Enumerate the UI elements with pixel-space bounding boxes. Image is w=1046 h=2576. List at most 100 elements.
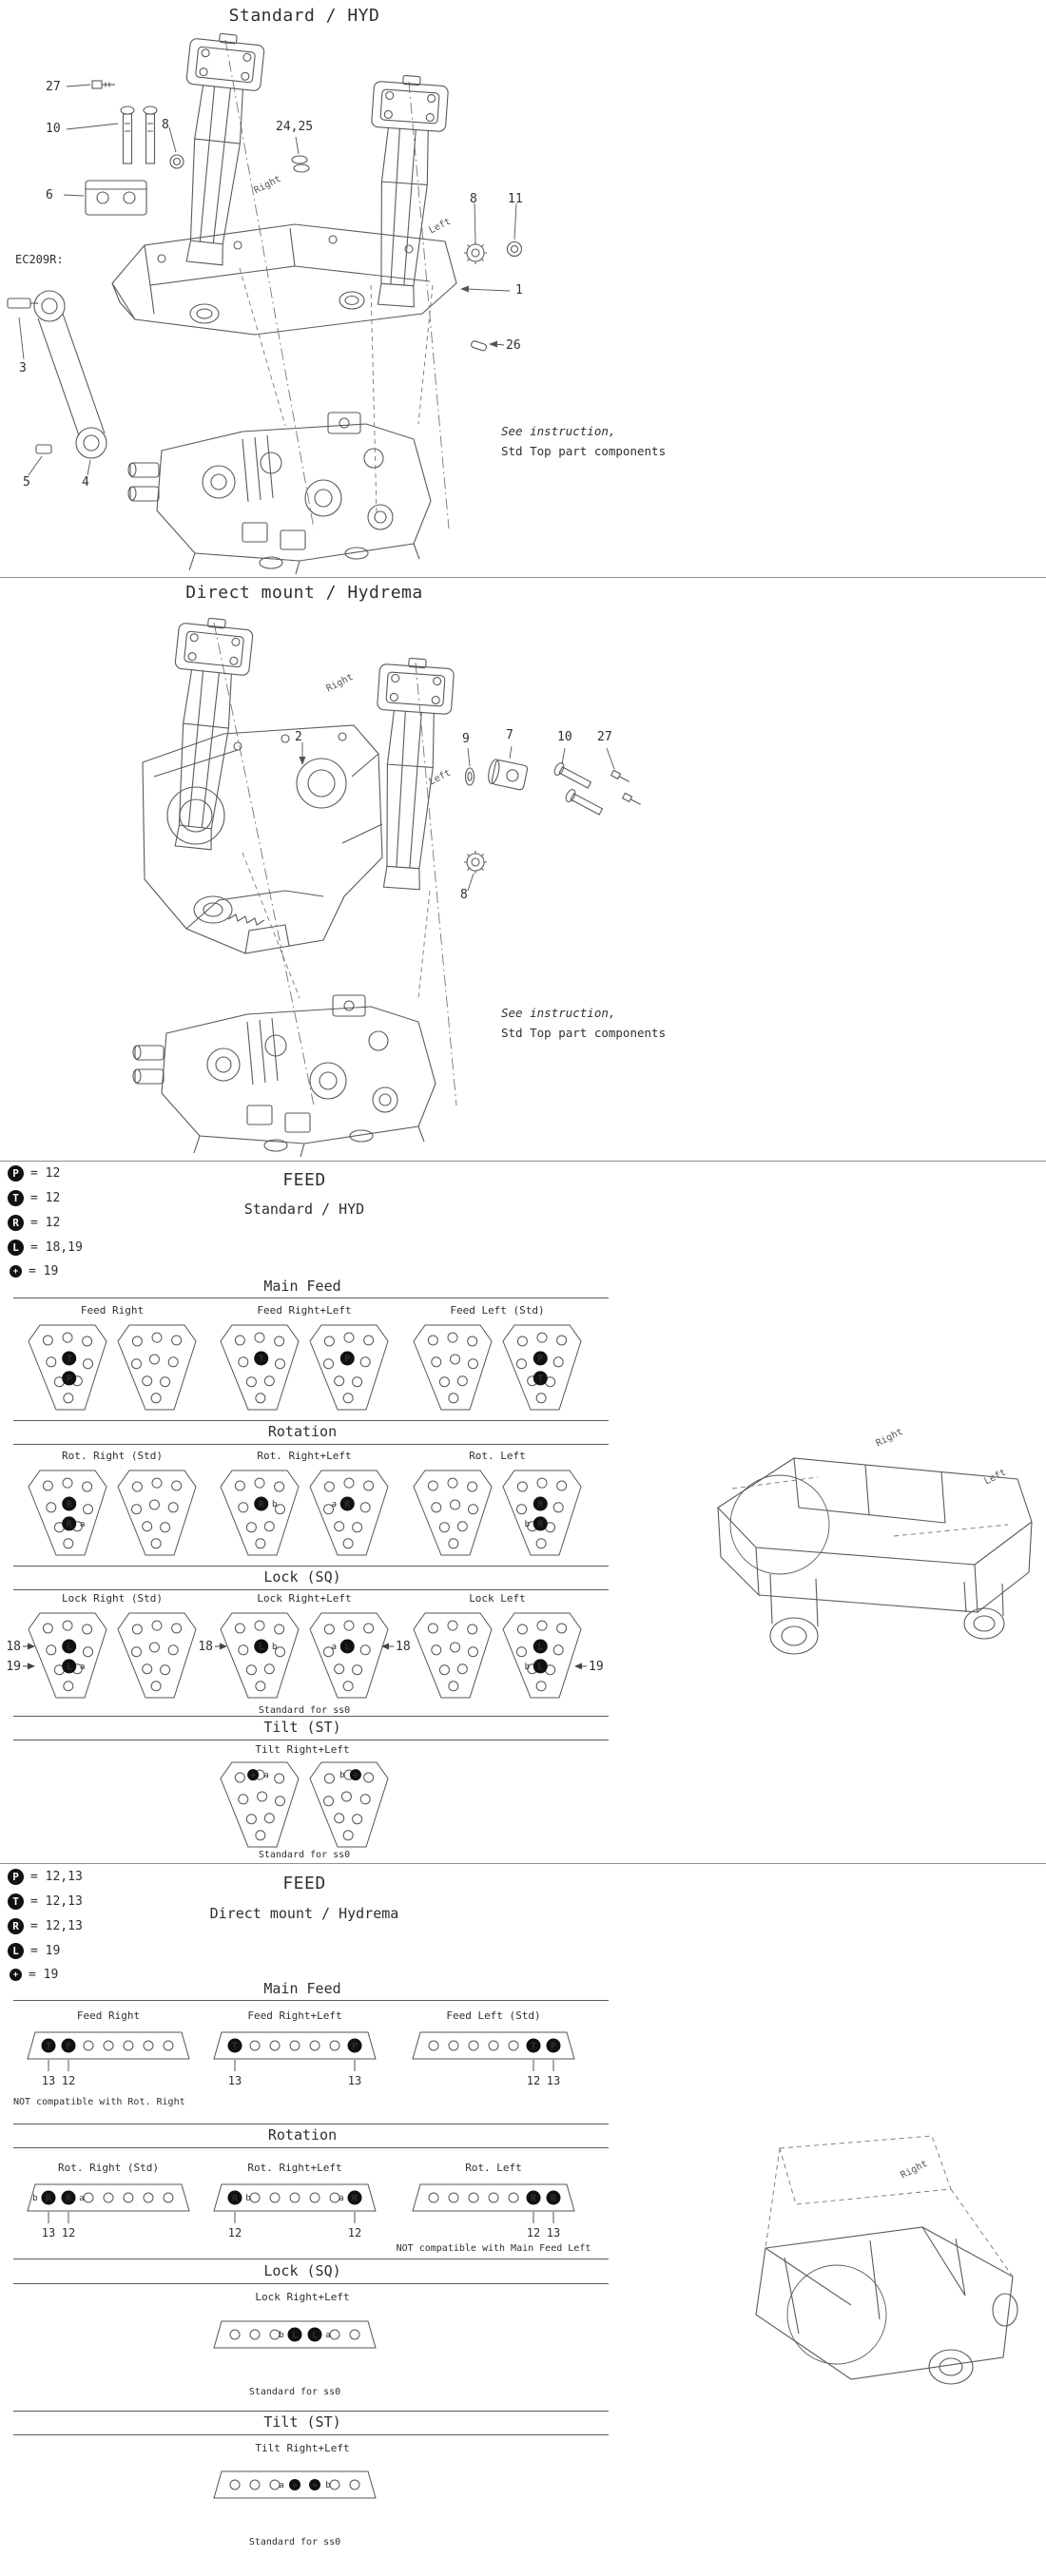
legend-row-r: R = 12,13 <box>8 1918 83 1934</box>
hole <box>289 2192 300 2203</box>
hole <box>427 1335 438 1346</box>
exploded-direct-drawing <box>132 614 641 1158</box>
symbol-letter: P <box>537 1355 543 1365</box>
footnote: Standard for ss0 <box>259 1705 350 1716</box>
hole <box>323 1481 335 1492</box>
block-7-part <box>488 759 529 791</box>
hole <box>535 1681 547 1692</box>
symbol-sub-label: b <box>339 1771 344 1780</box>
rule <box>13 2147 609 2148</box>
symbol-sub-label: b <box>525 1663 530 1672</box>
hole <box>334 1521 345 1532</box>
plate-outline <box>117 1470 197 1556</box>
feed-bar-label: Rot. Right+Left <box>247 2162 341 2174</box>
symbol-R <box>61 2190 76 2205</box>
group-header-main-feed: Main Feed <box>263 1980 341 1997</box>
hole <box>323 1646 334 1658</box>
callout-27: 27 <box>46 80 61 94</box>
hole <box>340 1791 352 1802</box>
hole <box>456 1375 468 1387</box>
hole <box>450 1642 461 1653</box>
hole <box>131 1504 142 1515</box>
symbol-R <box>62 1496 77 1511</box>
hole <box>63 1393 74 1404</box>
plate-outline <box>309 1761 389 1848</box>
washer-11-part <box>506 240 523 258</box>
screw-27-part <box>610 769 641 805</box>
symbol-sub-label: b <box>325 2481 330 2490</box>
hole <box>535 1538 547 1549</box>
hole <box>83 2192 94 2203</box>
hole <box>427 1480 438 1491</box>
hole <box>428 2192 439 2203</box>
hole <box>148 1354 160 1365</box>
symbol-P <box>339 1351 355 1366</box>
plate-pair: Feed Left (Std)PT <box>413 1304 582 1411</box>
callout-10: 10 <box>46 122 61 136</box>
hole <box>83 2040 94 2051</box>
screw-27-part <box>91 80 115 89</box>
symbol-letter: + <box>250 1771 256 1781</box>
symbol-L <box>62 1659 77 1674</box>
tilt-sublabel: Tilt Right+Left <box>255 1743 350 1756</box>
symbol-letter: R <box>352 2194 358 2204</box>
hole <box>234 1480 245 1491</box>
compatibility-note: NOT compatible with Main Feed Left <box>397 2243 591 2254</box>
hole <box>352 1664 363 1676</box>
hole <box>171 1623 183 1634</box>
hole <box>352 1376 363 1388</box>
feed-subtitle: Direct mount / Hydrema <box>209 1905 399 1922</box>
hole <box>468 1504 478 1515</box>
callout-6: 6 <box>46 188 53 202</box>
hole <box>254 1620 265 1631</box>
hole <box>131 1336 143 1347</box>
exploded-standard-drawing <box>7 29 523 575</box>
section1-title: Standard / HYD <box>228 6 380 26</box>
feed-bar-label: Rot. Left <box>465 2162 522 2174</box>
group-header-lock: Lock (SQ) <box>263 1568 341 1586</box>
plate-pair-label: Feed Left (Std) <box>450 1304 544 1317</box>
feed-bar-label: Feed Right+Left <box>247 2009 341 2022</box>
instruction-note-line2: Std Top part components <box>501 1026 667 1040</box>
hole <box>468 2192 479 2203</box>
callout-11: 11 <box>508 192 523 206</box>
hole <box>363 1480 375 1491</box>
hole <box>349 2479 360 2490</box>
symbol-sub-label: b <box>272 1500 277 1509</box>
leader-lines <box>299 742 615 892</box>
hole <box>255 1830 266 1841</box>
hole <box>329 2040 340 2051</box>
machine-label: EC209R: <box>15 253 64 266</box>
symbol-L <box>254 1639 269 1654</box>
section-divider <box>0 577 1046 578</box>
position-number-13: 13 <box>547 2226 560 2240</box>
hole <box>508 2040 519 2051</box>
hole <box>516 1481 528 1492</box>
position-number-12: 12 <box>527 2226 540 2240</box>
hole <box>62 1620 73 1631</box>
symbol-letter: R <box>537 1519 544 1529</box>
tilt-post-left <box>166 29 266 268</box>
plate-pair-label: Lock Left <box>469 1592 526 1605</box>
symbol-sub-label: a <box>79 2194 84 2203</box>
hole <box>343 1332 355 1343</box>
hole <box>428 2040 439 2051</box>
symbol-+ <box>247 1769 260 1781</box>
symbol-letter: P <box>551 2042 556 2052</box>
hole <box>82 1336 93 1347</box>
callout-arrow <box>28 1663 35 1670</box>
hole <box>142 1663 153 1675</box>
hole <box>257 1791 268 1802</box>
coupler-3d-direct <box>755 2135 1018 2385</box>
symbol-letter: T <box>259 1355 264 1365</box>
callout-8a: 8 <box>162 118 169 132</box>
l-symbol: L <box>8 1943 24 1959</box>
instruction-note-line1: See instruction, <box>501 424 616 438</box>
